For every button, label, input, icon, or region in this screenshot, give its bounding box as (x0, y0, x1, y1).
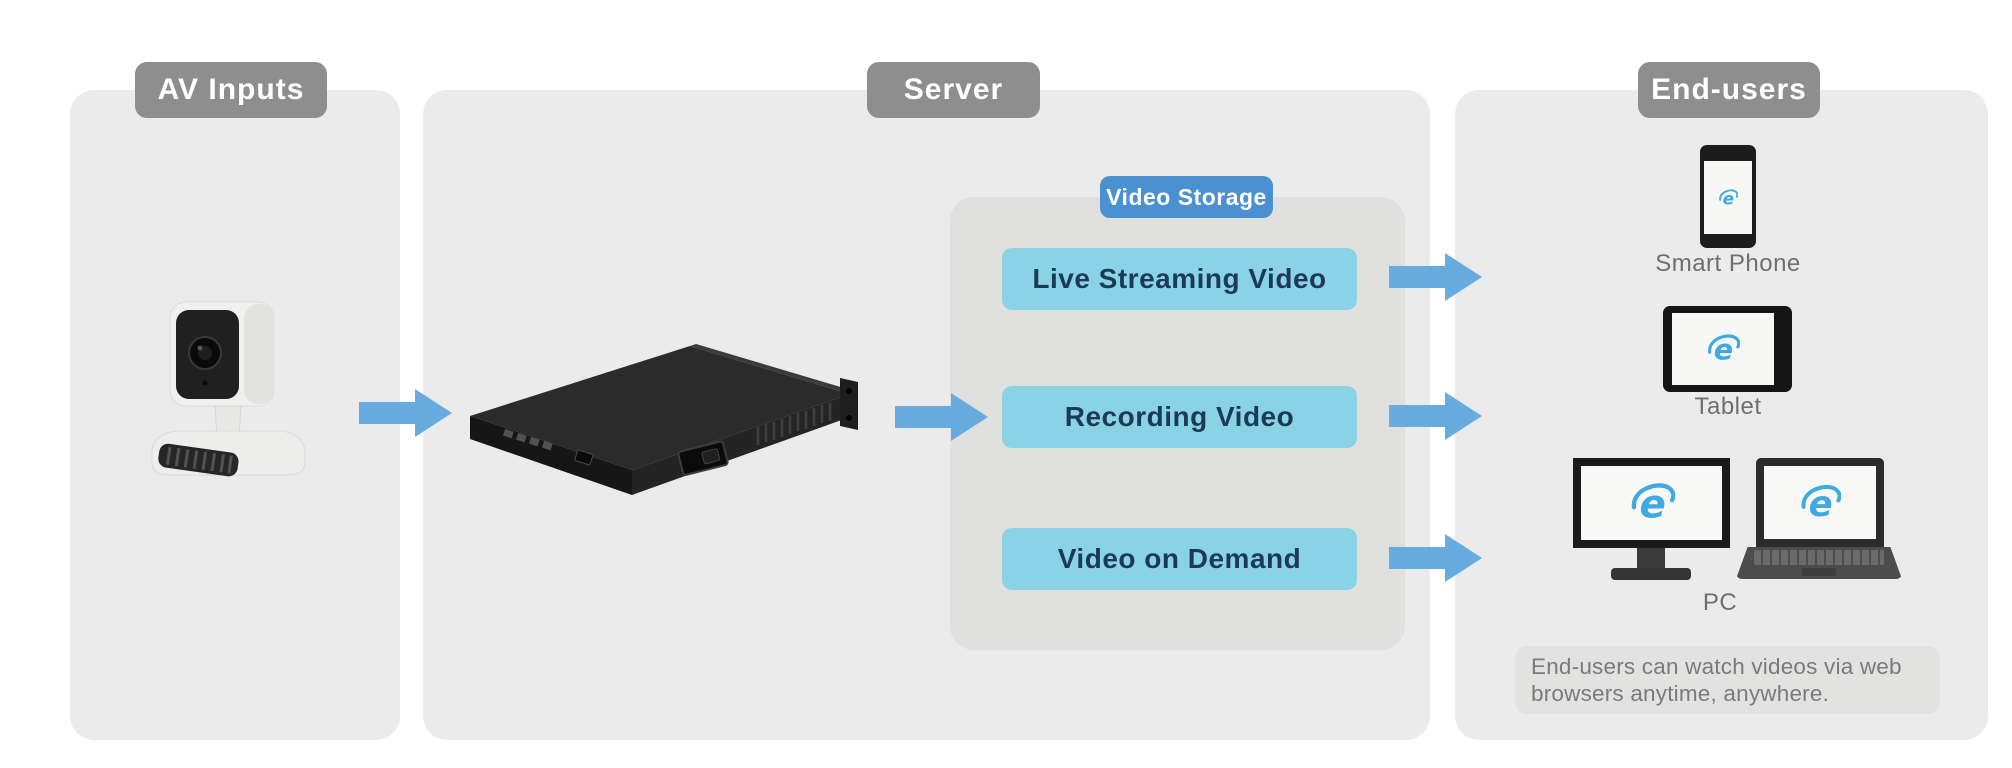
smartphone: e (1700, 145, 1756, 248)
rack-server-icon (470, 344, 858, 495)
video-on-demand-box: Video on Demand (1002, 528, 1357, 590)
ie-browser-icon: e (1708, 333, 1740, 366)
camera-grille (158, 443, 239, 477)
video-storage-badge: Video Storage (1100, 176, 1273, 218)
arrow-vod-to-pc-icon (1389, 534, 1482, 582)
ie-browser-icon: e (1719, 188, 1738, 208)
smartphone-label: Smart Phone (1655, 250, 1801, 277)
monitor-stand-base (1611, 568, 1691, 580)
laptop-screen: e (1756, 458, 1884, 547)
end-users-note: End-users can watch videos via web brows… (1515, 646, 1940, 714)
server-badge: Server (867, 62, 1040, 118)
recording-video-box: Recording Video (1002, 386, 1357, 448)
pc-label: PC (1702, 589, 1738, 616)
server-power-socket (677, 440, 729, 476)
svg-text:e: e (1723, 188, 1734, 208)
ip-camera-icon (151, 301, 306, 477)
server-front-ports (502, 428, 594, 466)
arrow-live-to-phone-icon (1389, 253, 1482, 301)
monitor-screen: e (1573, 458, 1730, 548)
end-users-badge: End-users (1638, 62, 1820, 118)
tablet-label: Tablet (1694, 393, 1762, 420)
laptop-keyboard-deck (1736, 547, 1902, 579)
monitor-stand-neck (1637, 548, 1665, 570)
smartphone-screen: e (1704, 161, 1752, 234)
arrow-camera-to-server-icon (359, 389, 452, 437)
laptop-trackpad (1802, 568, 1836, 576)
ie-browser-icon: e (1631, 482, 1675, 526)
live-streaming-video-box: Live Streaming Video (1002, 248, 1357, 310)
av-inputs-badge: AV Inputs (135, 62, 327, 118)
desktop-monitor: e (1573, 458, 1730, 580)
svg-text:e: e (1714, 333, 1733, 366)
ie-browser-icon: e (1801, 484, 1841, 524)
tablet-screen: e (1672, 313, 1774, 385)
tablet: e (1663, 306, 1792, 392)
laptop: e (1736, 458, 1902, 580)
arrow-server-to-storage-icon (895, 393, 988, 441)
arrow-recording-to-tablet-icon (1389, 392, 1482, 440)
laptop-keys (1754, 550, 1884, 565)
server-vent-grille (756, 403, 832, 445)
